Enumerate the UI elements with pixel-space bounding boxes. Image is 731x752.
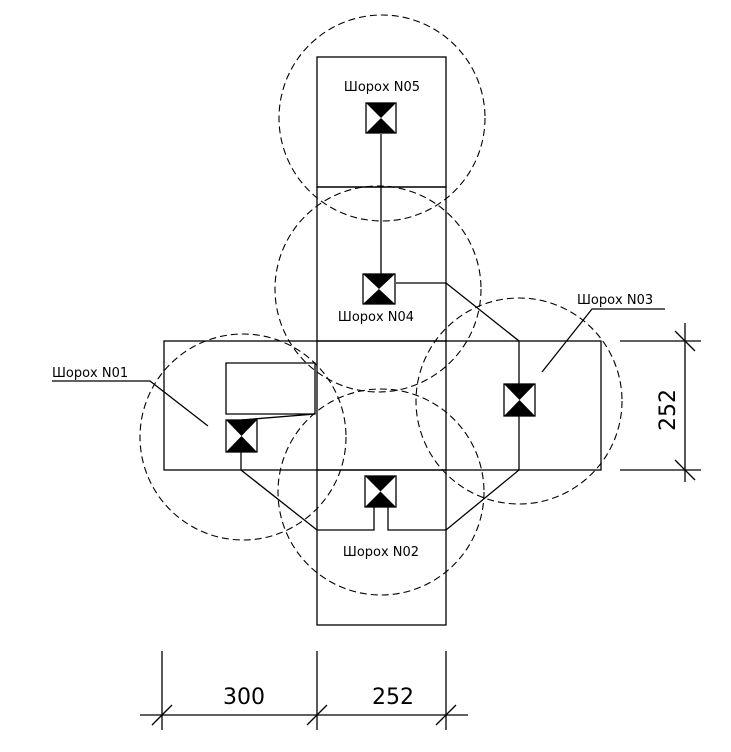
label-n04: Шорох N04 xyxy=(338,310,414,325)
wire-n03-n02 xyxy=(387,416,520,531)
dimension-252-horizontal: 252 xyxy=(372,685,414,710)
leader-lines xyxy=(52,308,665,427)
leader-n03 xyxy=(541,308,665,373)
label-n01: Шорох N01 xyxy=(52,366,128,381)
wire-n04-n03 xyxy=(396,282,520,384)
label-n03: Шорох N03 xyxy=(577,293,653,308)
leader-n01 xyxy=(52,380,209,427)
coverage-circle-n04 xyxy=(274,185,482,393)
sensor-n02-icon xyxy=(364,475,397,508)
dimension-right: 252 xyxy=(620,323,701,482)
coverage-circle-n02 xyxy=(277,388,485,596)
room-bottom xyxy=(316,469,447,626)
sensor-n03-icon xyxy=(503,383,536,417)
wiring xyxy=(225,134,520,531)
sensor-n04-icon xyxy=(362,273,396,305)
coverage-circle-n03 xyxy=(415,297,623,505)
dimension-252-vertical: 252 xyxy=(656,389,681,431)
wire-n01-n02 xyxy=(240,452,375,531)
dimension-300: 300 xyxy=(223,685,265,710)
room-outlines xyxy=(163,56,602,626)
wire-n01-loop xyxy=(225,362,316,421)
coverage-circle-n01 xyxy=(139,333,347,541)
label-n02: Шорох N02 xyxy=(343,545,419,560)
dimension-bottom: 300 252 xyxy=(140,651,468,730)
sensor-n01-icon xyxy=(225,419,258,453)
coverage-circles xyxy=(139,14,623,596)
sensor-n05-icon xyxy=(365,102,397,134)
sensor-labels: Шорох N05 Шорох N04 Шорох N03 Шорох N01 … xyxy=(52,80,653,560)
coverage-circle-n05 xyxy=(278,14,486,222)
label-n05: Шорох N05 xyxy=(344,80,420,95)
